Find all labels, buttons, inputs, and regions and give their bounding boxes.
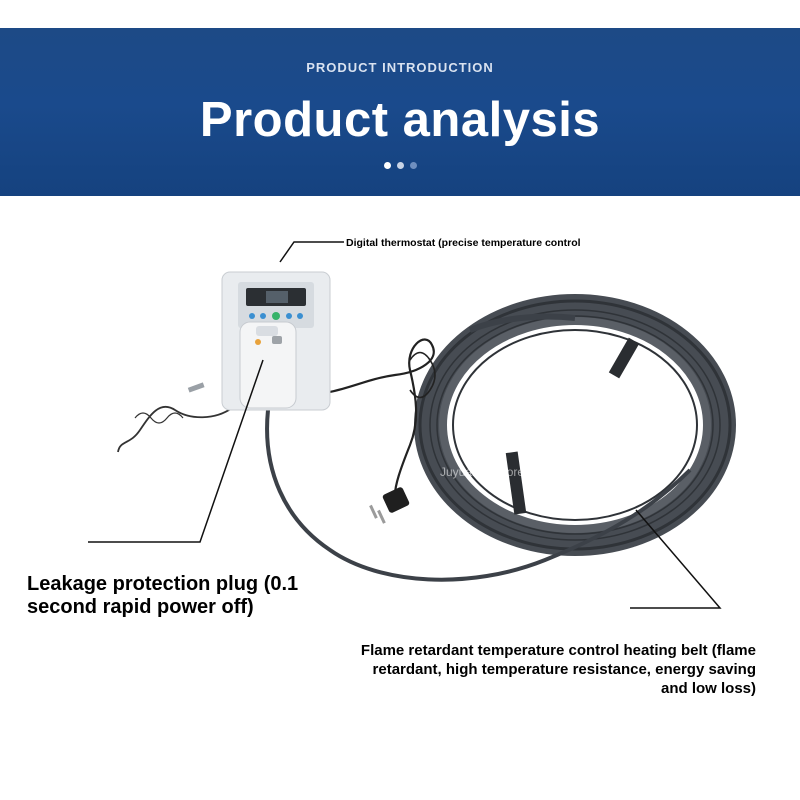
cable-entry — [468, 313, 576, 333]
leader-thermostat — [279, 241, 344, 263]
cable-tie-bottom — [505, 451, 527, 515]
product-photo — [88, 241, 736, 609]
banner-title: Product analysis — [199, 93, 601, 147]
leader-lines — [88, 241, 722, 609]
heating-cable — [265, 409, 692, 582]
power-cord — [299, 338, 435, 496]
header-banner: PRODUCT INTRODUCTION Product analysis — [0, 28, 800, 196]
watermark: Juyuanda Store — [440, 465, 525, 479]
dot-3 — [409, 162, 417, 169]
thermostat-device — [221, 271, 331, 411]
dot-1 — [383, 162, 391, 169]
heating-belt-coil — [414, 294, 736, 556]
top-margin — [0, 0, 800, 28]
leader-belt — [630, 509, 722, 609]
banner-subtitle: PRODUCT INTRODUCTION — [306, 60, 494, 75]
plug-label: Leakage protection plug (0.1 second rapi… — [27, 573, 299, 618]
thermostat-label: Digital thermostat (precise temperature … — [346, 237, 581, 249]
cable-tie-top — [608, 337, 640, 379]
power-plug — [369, 487, 410, 524]
belt-label: Flame retardant temperature control heat… — [360, 642, 756, 697]
dot-2 — [396, 162, 404, 169]
leader-plug — [88, 359, 264, 543]
sensor-probe — [187, 382, 205, 393]
sensor-wire — [117, 405, 233, 453]
pagination-dots — [0, 162, 800, 169]
